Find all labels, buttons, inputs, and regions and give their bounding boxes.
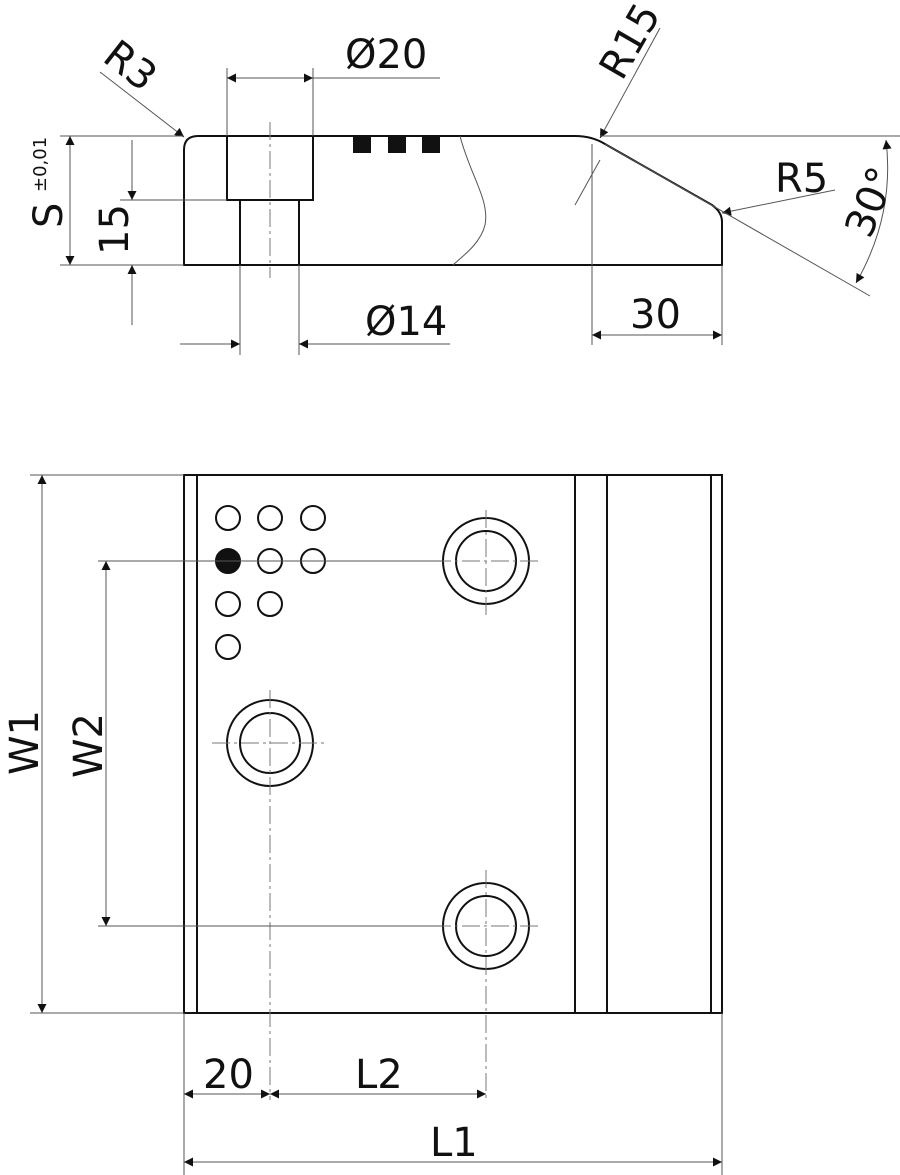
l1-label: L1 — [430, 1120, 478, 1166]
r15-label: R15 — [591, 0, 670, 87]
mark-square-3 — [422, 137, 440, 153]
mark-dot — [215, 591, 241, 617]
l2-label: L2 — [355, 1052, 403, 1098]
mark-square-2 — [388, 137, 406, 153]
len30-label: 30 — [630, 292, 681, 338]
r5-leader — [721, 189, 836, 216]
d20-label: Ø20 — [345, 32, 427, 78]
w2-label: W2 — [66, 713, 112, 778]
r5-label: R5 — [775, 156, 828, 202]
mark-dot — [257, 591, 283, 617]
w1-label: W1 — [2, 710, 48, 775]
r15-leader — [599, 27, 661, 139]
mark-square-1 — [353, 137, 371, 153]
angle-30-arc — [855, 139, 892, 284]
counterbore-20 — [226, 136, 314, 201]
side-view: R3 Ø20 R15 R5 30° S ±0,01 15 Ø1 — [26, 0, 900, 355]
hole-top-right — [433, 510, 540, 615]
h15-label: 15 — [92, 204, 138, 255]
r3-leader — [99, 71, 185, 138]
top-view: W1 W2 20 L2 L1 — [2, 474, 723, 1175]
break-line — [452, 135, 487, 266]
s-tolerance: ±0,01 — [30, 137, 51, 192]
x20-label: 20 — [203, 1052, 254, 1098]
mark-dot — [300, 505, 326, 531]
hole-bottom-right — [433, 870, 540, 1100]
top-outline — [183, 474, 723, 1014]
hole-14 — [239, 200, 300, 265]
angle-30-label: 30° — [837, 161, 900, 244]
d14-label: Ø14 — [365, 299, 447, 345]
mark-dot — [215, 505, 241, 531]
mark-dot — [257, 505, 283, 531]
s-label: S — [26, 203, 72, 228]
mark-dot — [215, 634, 241, 660]
hole-middle-left — [212, 690, 325, 1100]
side-outline — [183, 135, 723, 266]
r3-label: R3 — [95, 32, 165, 101]
